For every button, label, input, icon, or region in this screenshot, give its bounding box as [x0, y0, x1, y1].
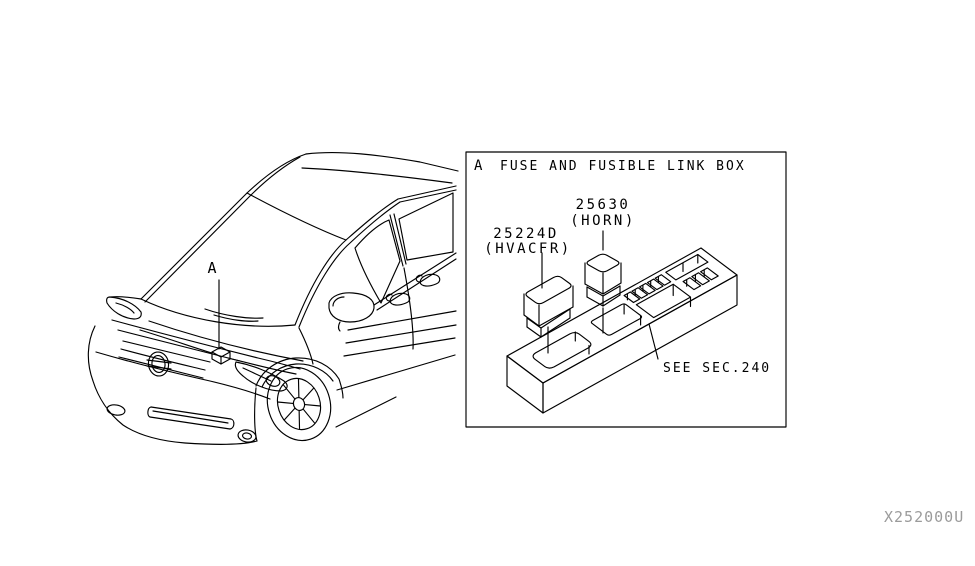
drawing-code-watermark: X252000U [884, 508, 965, 526]
vehicle-illustration [87, 152, 459, 445]
body-side [298, 192, 457, 428]
grille [117, 329, 241, 379]
part-name-horn: (HORN) [570, 213, 636, 229]
cowl-component [211, 346, 231, 365]
part-name-hvacfr: (HVACFR) [484, 241, 572, 257]
section-reference: SEE SEC.240 [663, 361, 772, 376]
detail-box-callout-letter: A [474, 158, 483, 174]
headlamp-left [106, 296, 142, 320]
relay-hvacfr [523, 275, 574, 338]
detail-leader-lines [541, 230, 659, 360]
front-wheel [255, 357, 344, 442]
door-handle-front [385, 292, 411, 306]
part-number-hvacfr: 25224D [493, 226, 559, 242]
vehicle-callout-letter: A [207, 259, 217, 277]
fuse-box-body [506, 247, 738, 414]
headlamp-right [234, 361, 288, 392]
fuse-box-slots [532, 253, 719, 369]
tow-hook-cover [106, 404, 126, 416]
side-mirror [328, 292, 375, 332]
part-number-horn: 25630 [575, 197, 631, 213]
front-bumper [87, 325, 271, 445]
detail-box [465, 151, 787, 428]
door-handle-rear [415, 273, 441, 287]
nissan-emblem [146, 351, 172, 377]
detail-box-title: FUSE AND FUSIBLE LINK BOX [500, 159, 746, 174]
relay-horn [584, 253, 622, 307]
roof-and-pillars [140, 152, 459, 328]
windshield [140, 298, 296, 327]
